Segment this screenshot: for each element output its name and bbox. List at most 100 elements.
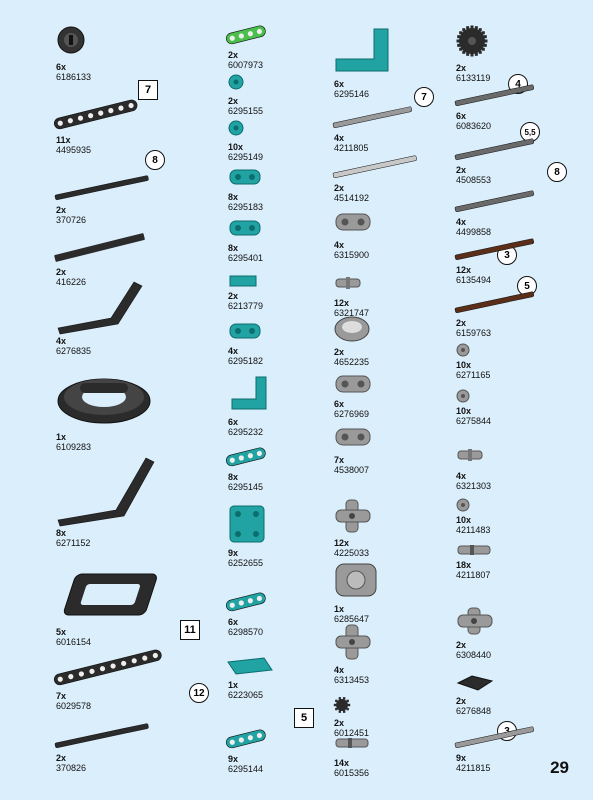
part-image-small-gear: [333, 697, 351, 713]
part-quantity: 10x: [456, 406, 472, 416]
part-image-flat-bar: [54, 233, 145, 262]
part-element-id: 6252655: [228, 558, 264, 568]
part-image-gray-hub: [334, 316, 370, 342]
part-image-l-beam: [231, 376, 267, 410]
part-element-id: 6295232: [228, 427, 264, 437]
part-quantity: 6x: [228, 417, 239, 427]
part-image-axle: [454, 238, 535, 260]
part-image-axle-long: [54, 175, 149, 200]
part-image-gray-motor: [335, 563, 377, 597]
page-number: 29: [550, 758, 569, 777]
part-element-id: 6295144: [228, 764, 264, 774]
part-element-id: 6015356: [334, 768, 370, 778]
part-image-bent-beam-big: [57, 457, 155, 527]
length-circle-badge: 8: [145, 150, 165, 170]
part-image-connector: [229, 323, 261, 339]
part-quantity: 12x: [334, 538, 350, 548]
part-element-id: 6135494: [456, 275, 492, 285]
part-element-id: 6308440: [456, 650, 492, 660]
part-quantity: 4x: [334, 240, 345, 250]
part-element-id: 6321303: [456, 481, 492, 491]
part-quantity: 12x: [334, 298, 350, 308]
part-element-id: 6213779: [228, 301, 264, 311]
part-element-id: 6295145: [228, 482, 264, 492]
part-image-bent-beam: [57, 281, 143, 335]
part-element-id: 4538007: [334, 465, 370, 475]
part-element-id: 4211815: [456, 763, 491, 773]
part-quantity: 6x: [228, 617, 239, 627]
part-image-gray-cross: [457, 607, 493, 635]
part-element-id: 6133119: [456, 73, 491, 83]
part-quantity: 8x: [56, 528, 67, 538]
length-square-badge: 5: [294, 708, 314, 728]
part-element-id: 6295155: [228, 106, 264, 116]
part-image-gear-hub: [57, 26, 85, 54]
part-quantity: 5x: [56, 627, 67, 637]
part-quantity: 11x: [56, 135, 71, 145]
part-image-gray-connector: [335, 375, 371, 393]
part-element-id: 6315900: [334, 250, 370, 260]
part-element-id: 6271152: [56, 538, 91, 548]
part-image-axle: [332, 155, 417, 178]
part-image-axle: [454, 84, 535, 106]
part-element-id: 6276969: [334, 409, 370, 419]
part-quantity: 4x: [56, 336, 67, 346]
part-element-id: 6271165: [456, 370, 491, 380]
part-image-gray-connector: [335, 213, 371, 231]
part-image-axle: [332, 106, 413, 128]
part-image-gray-pin: [335, 277, 361, 289]
part-quantity: 9x: [456, 753, 467, 763]
part-quantity: 6x: [334, 79, 345, 89]
part-image-axle: [454, 138, 535, 160]
length-square-badge: 11: [180, 620, 200, 640]
part-image-turntable: [57, 378, 151, 424]
part-quantity: 2x: [334, 347, 345, 357]
part-quantity: 2x: [334, 183, 345, 193]
part-element-id: 6159763: [456, 328, 492, 338]
part-quantity: 2x: [228, 50, 239, 60]
part-quantity: 6x: [56, 62, 67, 72]
part-element-id: 4211805: [334, 143, 369, 153]
part-element-id: 4211483: [456, 525, 491, 535]
part-image-bush: [456, 389, 470, 403]
part-element-id: 6313453: [334, 675, 370, 685]
part-quantity: 4x: [334, 133, 345, 143]
part-quantity: 12x: [456, 265, 472, 275]
part-image-square-plate: [229, 505, 265, 543]
part-element-id: 6223065: [228, 690, 264, 700]
part-element-id: 6186133: [56, 72, 92, 82]
part-element-id: 6295149: [228, 152, 264, 162]
length-circle-badge: 7: [414, 87, 434, 107]
part-element-id: 6295146: [334, 89, 370, 99]
part-image-gray-pin-long: [335, 738, 369, 748]
part-quantity: 7x: [56, 691, 67, 701]
part-quantity: 4x: [456, 217, 467, 227]
part-image-axle-long: [54, 723, 149, 748]
length-square-badge: 7: [138, 80, 158, 100]
part-image-panel: [227, 657, 273, 675]
part-quantity: 8x: [228, 472, 239, 482]
part-quantity: 8x: [228, 192, 239, 202]
part-quantity: 6x: [456, 111, 467, 121]
part-element-id: 6295401: [228, 253, 264, 263]
part-element-id: 6029578: [56, 701, 92, 711]
part-element-id: 4495935: [56, 145, 92, 155]
part-image-beam-short: [225, 447, 266, 467]
part-element-id: 6285647: [334, 614, 370, 624]
part-element-id: 416226: [56, 277, 87, 287]
part-quantity: 6x: [334, 399, 345, 409]
part-element-id: 6298570: [228, 627, 264, 637]
part-element-id: 4225033: [334, 548, 370, 558]
part-quantity: 2x: [456, 165, 467, 175]
part-quantity: 4x: [228, 346, 239, 356]
part-image-connector: [229, 169, 261, 185]
part-image-beam-short: [225, 25, 266, 45]
part-quantity: 2x: [56, 205, 67, 215]
part-image-gray-connector: [335, 428, 371, 446]
part-element-id: 6109283: [56, 442, 92, 452]
part-quantity: 2x: [228, 96, 239, 106]
part-image-bush: [456, 498, 470, 512]
part-element-id: 370726: [56, 215, 87, 225]
part-image-gear: [456, 25, 488, 57]
part-image-bush: [456, 343, 470, 357]
